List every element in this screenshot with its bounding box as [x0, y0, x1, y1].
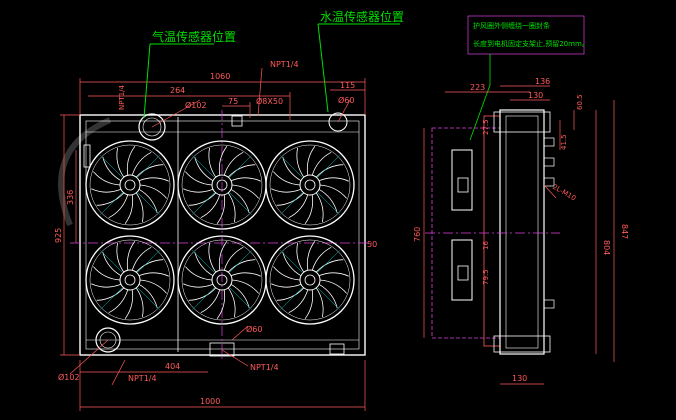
bottom-outlet-port	[95, 327, 121, 353]
dim-136: 136	[535, 77, 550, 86]
dim-npt-bottom-right: NPT1/4	[250, 363, 279, 372]
dim-width-bottom: 1000	[200, 397, 220, 406]
air-sensor-label: 气温传感器位置	[152, 29, 236, 44]
dim-phi60-mid: Ø60	[246, 324, 262, 334]
dim-phi60-top: Ø60	[338, 95, 354, 105]
cooling-fan	[265, 140, 355, 230]
dim-width-top: 1060	[210, 72, 230, 81]
left-side-boss	[83, 144, 91, 168]
cooling-fan	[265, 235, 355, 325]
dim-npt-top: NPT1/4	[270, 60, 299, 69]
dim-223: 223	[470, 83, 485, 92]
dim-925: 925	[54, 228, 63, 243]
side-dimensions	[423, 85, 615, 385]
note-line-1: 护风圈外侧缠绕一圈封条	[473, 21, 550, 30]
front-view: 气温传感器位置 水温传感器位置 1060 NPT1/4 264 Ø102 75 …	[54, 9, 404, 411]
dim-130-top: 130	[528, 91, 543, 100]
fan-array	[85, 140, 355, 325]
sensor-boss-top	[231, 115, 243, 127]
dim-npt-bottom-left: NPT1/4	[128, 374, 157, 383]
side-fittings	[543, 137, 555, 309]
bracket-top	[493, 111, 551, 133]
dim-phi102-bottom: Ø102	[58, 372, 80, 382]
dim-336: 336	[66, 190, 75, 205]
fan-motor-lower-hub	[457, 265, 469, 281]
fan-motor-upper-hub	[457, 177, 469, 193]
drain-boss	[209, 342, 235, 357]
dim-75: 75	[228, 97, 238, 106]
cooling-fan	[85, 140, 175, 230]
fan-motor-lower	[451, 239, 473, 301]
bracket-bottom	[493, 335, 551, 353]
dim-264: 264	[170, 86, 185, 95]
dim-phi102-top: Ø102	[185, 100, 207, 110]
note-line-2: 长度到电机固定支架止,预留20mm。	[473, 39, 589, 48]
top-inlet-port-inner	[142, 117, 162, 137]
dim-404: 404	[165, 362, 180, 371]
dim-847: 847	[620, 224, 629, 239]
front-dimensions	[60, 67, 366, 411]
dim-50: 50	[367, 240, 377, 249]
cooling-fan	[85, 235, 175, 325]
bottom-right-boss	[329, 343, 345, 355]
dim-130-bottom: 130	[512, 374, 527, 383]
radiator-inner-frame	[85, 120, 360, 350]
fan-motor-upper	[451, 149, 473, 211]
dim-804: 804	[602, 240, 611, 255]
dim-27-5: 27.5	[482, 119, 490, 135]
radiator-frame	[79, 114, 366, 356]
dim-60-5: 60.5	[576, 94, 584, 110]
dim-79-5: 79.5	[482, 269, 490, 285]
dim-phi8x50: Ø8X50	[256, 96, 283, 106]
bottom-outlet-port-inner	[99, 331, 117, 349]
water-sensor-leader	[317, 23, 400, 113]
watermark-arc	[58, 117, 112, 227]
note-leader	[469, 54, 491, 141]
dim-npt-left-vertical: NPT1/4	[118, 84, 126, 110]
dim-16: 16	[482, 241, 490, 250]
dim-760: 760	[413, 227, 422, 242]
side-view: 护风圈外侧缠绕一圈封条 长度到电机固定支架止,预留20mm。	[413, 15, 629, 385]
tank-side-inner	[505, 115, 539, 349]
top-inlet-port	[138, 113, 166, 141]
dim-41-5: 41.5	[560, 134, 568, 150]
air-sensor-leader	[143, 43, 214, 119]
dim-115: 115	[340, 81, 355, 90]
water-sensor-label: 水温传感器位置	[320, 9, 404, 24]
tank-side	[499, 109, 545, 355]
filler-neck-port	[328, 112, 348, 132]
note-box	[467, 15, 585, 55]
